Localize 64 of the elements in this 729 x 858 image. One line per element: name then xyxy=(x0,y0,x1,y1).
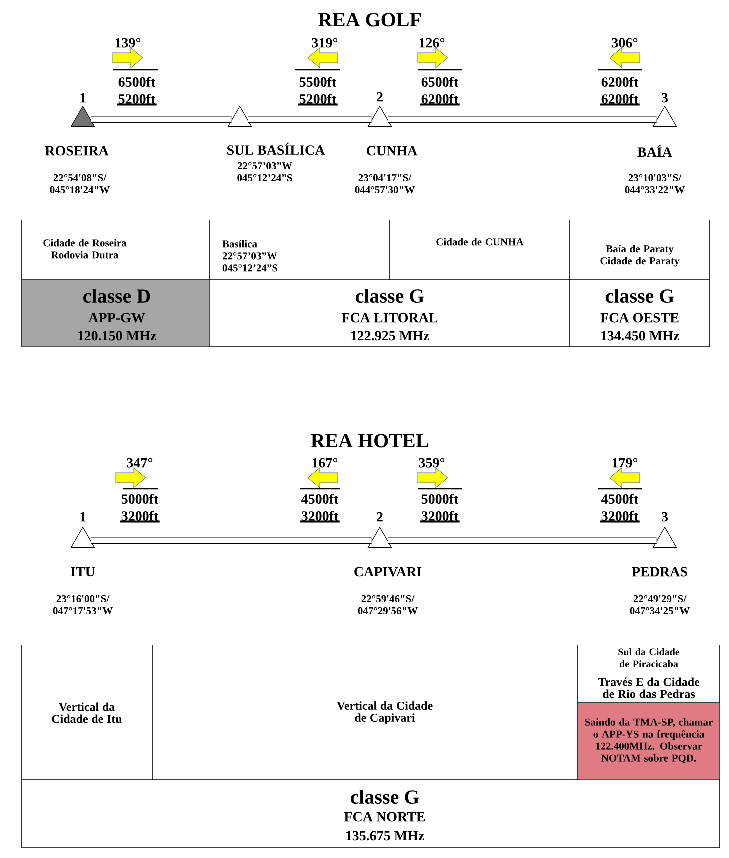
cell-text: Basílica 22°57’03”W 045°12’24”S xyxy=(222,240,278,272)
waypoint-name: PEDRAS xyxy=(632,567,688,577)
heading-degrees: 347° xyxy=(127,458,153,468)
unit-name: FCA OESTE xyxy=(600,313,679,323)
heading-degrees: 167° xyxy=(312,458,338,468)
altitude-text: 3200ft xyxy=(600,511,640,523)
frequency-text: 135.675 MHz xyxy=(346,831,424,841)
route-bar xyxy=(91,116,232,124)
airspace-class: classe G xyxy=(606,288,674,304)
cell-text: Vertical da Cidade de Capivari xyxy=(337,702,433,724)
altitude-text: 3200ft xyxy=(300,511,340,523)
note-cell: Saindo da TMA-SP, chamar o APP-YS na frequência 122.400MHz. Observar NOTAM sobre PQD. xyxy=(578,703,720,780)
waypoint-number: 2 xyxy=(377,512,383,522)
waypoint-number: 3 xyxy=(662,512,668,522)
shaded-cell: classe D APP-GW 120.150 MHz xyxy=(22,280,210,347)
waypoint-name: BAÍA xyxy=(638,144,672,158)
altitude-text: 3200ft xyxy=(420,511,460,523)
waypoint-number: 1 xyxy=(80,93,86,103)
altitude-text: 6200ft xyxy=(600,94,640,106)
waypoint-number: 2 xyxy=(377,92,383,102)
heading-degrees: 319° xyxy=(312,38,338,48)
altitude-text: 5000ft xyxy=(422,494,459,504)
frequency-text: 122.925 MHz xyxy=(351,331,430,341)
coordinates: 22°59'46"S/ 047°29'56"W xyxy=(358,595,418,615)
coordinates: 23°16'00"S/ 047°17'53"W xyxy=(53,595,113,615)
airspace-class: classe G xyxy=(356,288,424,304)
cell-text: Cidade de Roseira Rodovia Dutra xyxy=(44,239,127,259)
heading-degrees: 126° xyxy=(420,38,445,48)
altitude-text: 5200ft xyxy=(298,94,338,106)
cell-text: Cidade de CUNHA xyxy=(436,238,524,246)
cell-text: Sul da Cidade de Piracicaba xyxy=(618,648,680,668)
unit-name: FCA NORTE xyxy=(344,812,426,822)
heading-degrees: 306° xyxy=(612,38,638,48)
altitude-text: 5500ft xyxy=(300,77,337,87)
heading-degrees: 359° xyxy=(419,458,445,468)
coordinates: 22°54'08"S/ 045°18'24"W xyxy=(50,174,110,194)
route-bar xyxy=(388,538,657,544)
frequency-text: 134.450 MHz xyxy=(601,331,680,341)
cell-text: Través E da Cidade de Rio das Pedras xyxy=(598,678,700,698)
airspace-class: classe G xyxy=(350,790,420,804)
coordinates: 22°49'29"S/ 047°34'25"W xyxy=(630,595,690,615)
route-bar xyxy=(388,116,657,124)
coordinates: 23°04'17"S/ 044°57'30"W xyxy=(355,174,415,194)
heading-degrees: 139° xyxy=(116,38,141,48)
route-bar xyxy=(91,538,372,544)
cell-text: Vertical da Cidade de Itu xyxy=(52,702,122,724)
altitude-text: 6200ft xyxy=(420,94,460,106)
waypoint-number: 1 xyxy=(80,512,86,522)
waypoint-name: ITU xyxy=(71,567,96,577)
heading-degrees: 179° xyxy=(612,458,638,468)
waypoint-name: CAPIVARI xyxy=(354,567,422,577)
altitude-text: 4500ft xyxy=(302,494,339,504)
altitude-text: 5200ft xyxy=(117,94,157,106)
cell-text: Baía de Paraty Cidade de Paraty xyxy=(600,245,680,267)
waypoint-name: SUL BASÍLICA xyxy=(228,142,326,156)
coordinates: 22°57’03”W 045°12’24”S xyxy=(238,162,292,182)
waypoint-name: CUNHA xyxy=(367,146,418,156)
waypoint-name: ROSEIRA xyxy=(45,146,109,156)
waypoint-number: 3 xyxy=(662,93,668,103)
unit-name: FCA LITORAL xyxy=(342,313,438,323)
section-title: REA GOLF xyxy=(318,13,421,27)
route-bar xyxy=(248,116,372,124)
coordinates: 23°10'03"S/ 044°33'22"W xyxy=(625,174,685,194)
altitude-text: 3200ft xyxy=(120,511,160,523)
